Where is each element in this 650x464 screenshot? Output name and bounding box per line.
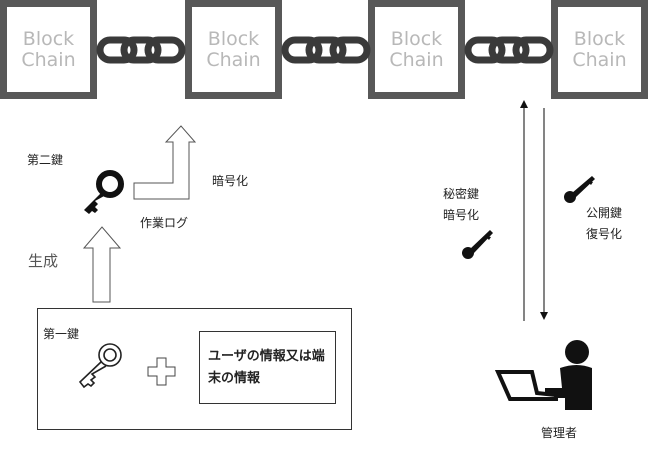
public-key-label: 公開鍵: [586, 206, 623, 220]
encrypt-arrow: [133, 125, 197, 200]
chain-2: [281, 36, 371, 64]
first-key-icon: [78, 343, 122, 389]
chain-3: [464, 36, 554, 64]
plus-icon: [147, 357, 176, 386]
admin-label: 管理者: [541, 426, 578, 440]
decrypt-label: 復号化: [586, 227, 623, 241]
encrypt-label: 暗号化: [212, 174, 249, 188]
private-encrypt-label: 暗号化: [443, 208, 480, 222]
download-arrow-head: [540, 312, 548, 320]
first-key-label: 第一鍵: [43, 327, 80, 341]
block-3: Block Chain: [368, 0, 465, 99]
second-key-label: 第二鍵: [27, 153, 64, 167]
admin-icon: [494, 340, 592, 410]
generate-label: 生成: [28, 252, 59, 270]
private-key-icon: [462, 230, 493, 259]
private-key-label: 秘密鍵: [443, 187, 480, 201]
first-key-box: [37, 308, 352, 430]
chain-links: [96, 36, 554, 64]
block-label: Block Chain: [21, 27, 76, 71]
generate-arrow: [82, 226, 122, 303]
second-key-icon: [84, 170, 124, 214]
upload-arrow-head: [520, 100, 528, 108]
block-2: Block Chain: [185, 0, 282, 99]
user-info-text: ユーザの情報又は端末の情報: [208, 349, 325, 386]
chain-1: [96, 36, 186, 64]
block-1: Block Chain: [0, 0, 97, 99]
user-info-box: [199, 331, 336, 404]
block-4: Block Chain: [551, 0, 648, 99]
block-label: Block Chain: [389, 27, 444, 71]
block-label: Block Chain: [572, 27, 627, 71]
block-label: Block Chain: [206, 27, 261, 71]
public-key-icon: [564, 176, 595, 203]
work-log-label: 作業ログ: [140, 216, 189, 230]
